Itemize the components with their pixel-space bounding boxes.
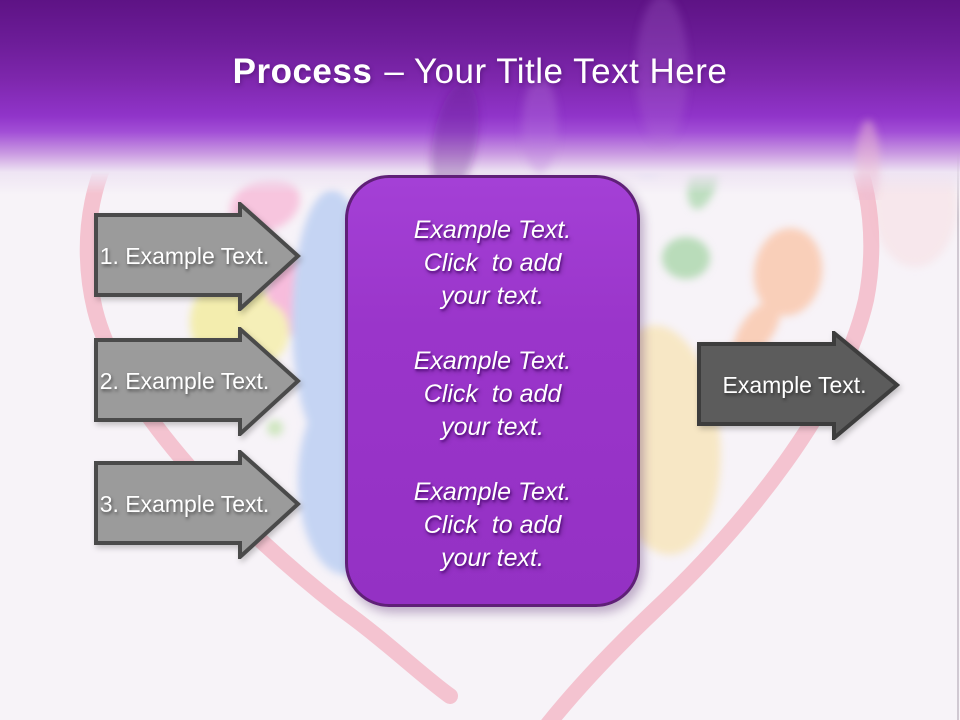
process-step-arrow-1[interactable]: 1. Example Text. [94, 202, 301, 311]
arrow-right-shape [697, 331, 900, 440]
slide-title-rest: – Your Title Text Here [384, 52, 728, 91]
arrow-right-shape [94, 202, 301, 311]
arrow-right-shape [94, 450, 301, 559]
slide-edge-line [957, 150, 959, 720]
result-arrow[interactable]: Example Text. [697, 331, 900, 440]
heart-outline-decoration [79, 102, 880, 720]
placeholder-text-3[interactable]: Example Text. Click to add your text. [413, 478, 572, 572]
paint-blob-peach-decoration [753, 228, 823, 316]
arrow-right-shape [94, 327, 301, 436]
placeholder-text-2[interactable]: Example Text. Click to add your text. [413, 347, 572, 441]
title-banner [0, 0, 960, 200]
process-step-arrow-3[interactable]: 3. Example Text. [94, 450, 301, 559]
process-step-arrow-2[interactable]: 2. Example Text. [94, 327, 301, 436]
content-panel[interactable]: Example Text. Click to add your text. Ex… [345, 175, 640, 607]
placeholder-text-1[interactable]: Example Text. Click to add your text. [413, 216, 572, 310]
slide-title[interactable]: Process – Your Title Text Here [0, 52, 960, 92]
slide-title-emphasis: Process [232, 52, 373, 91]
